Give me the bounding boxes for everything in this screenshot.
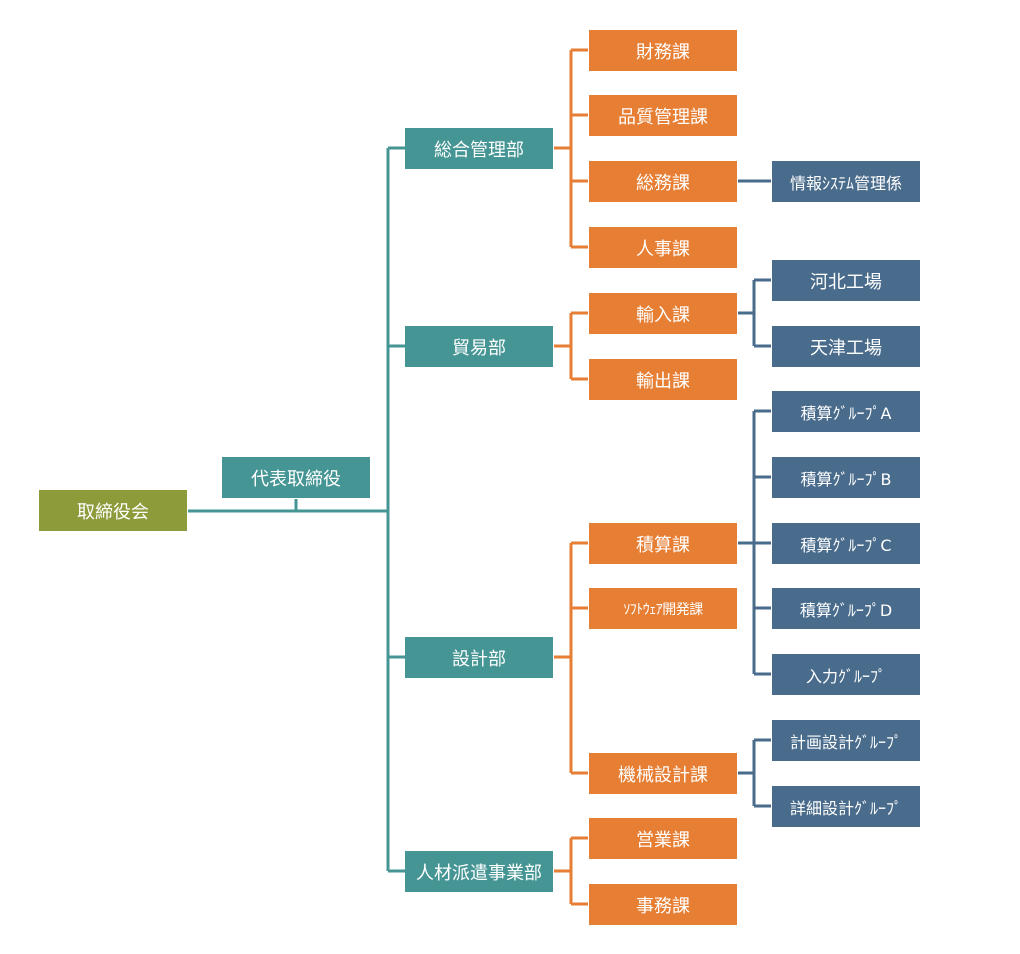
section-box-import: 輸入課: [589, 293, 737, 334]
group-label: 積算ｸﾞﾙｰﾌﾟA: [800, 403, 892, 423]
group-label: 計画設計ｸﾞﾙｰﾌﾟ: [789, 732, 902, 752]
section-box-software: ｿﾌﾄｳｪｱ開発課: [589, 588, 737, 629]
section-box-general-affairs: 総務課: [589, 161, 737, 202]
dept-box-trade: 貿易部: [405, 326, 553, 367]
section-label: 品質管理課: [618, 106, 708, 128]
section-label: 営業課: [636, 829, 690, 851]
dept-box-staffing: 人材派遣事業部: [405, 851, 553, 892]
group-box-detail-design: 詳細設計ｸﾞﾙｰﾌﾟ: [772, 786, 920, 827]
group-label: 積算ｸﾞﾙｰﾌﾟB: [800, 469, 892, 489]
section-label: 機械設計課: [618, 764, 708, 786]
section-box-estimation: 積算課: [589, 523, 737, 564]
section-box-quality: 品質管理課: [589, 95, 737, 136]
group-box-tianjin-factory: 天津工場: [772, 326, 920, 367]
connector-board-trunk: [188, 146, 405, 873]
group-box-estimation-a: 積算ｸﾞﾙｰﾌﾟA: [772, 391, 920, 432]
group-label: 入力ｸﾞﾙｰﾌﾟ: [805, 666, 886, 686]
group-label: 積算ｸﾞﾙｰﾌﾟD: [799, 600, 893, 620]
group-label: 詳細設計ｸﾞﾙｰﾌﾟ: [789, 798, 902, 818]
dept-label: 人材派遣事業部: [416, 862, 542, 884]
group-box-estimation-d: 積算ｸﾞﾙｰﾌﾟD: [772, 588, 920, 629]
section-label: 人事課: [636, 238, 690, 260]
group-box-estimation-c: 積算ｸﾞﾙｰﾌﾟC: [772, 523, 920, 564]
group-box-plan-design: 計画設計ｸﾞﾙｰﾌﾟ: [772, 720, 920, 761]
group-box-info-system: 情報ｼｽﾃﾑ管理係: [772, 161, 920, 202]
section-label: 総務課: [636, 172, 690, 194]
section-label: 輸入課: [636, 304, 690, 326]
section-label: ｿﾌﾄｳｪｱ開発課: [623, 601, 703, 618]
section-label: 輸出課: [636, 370, 690, 392]
section-label: 事務課: [636, 895, 690, 917]
section-box-finance: 財務課: [589, 30, 737, 71]
board-label: 取締役会: [77, 501, 149, 523]
group-box-input: 入力ｸﾞﾙｰﾌﾟ: [772, 654, 920, 695]
group-box-hebei-factory: 河北工場: [772, 260, 920, 301]
section-box-sales: 営業課: [589, 818, 737, 859]
group-box-estimation-b: 積算ｸﾞﾙｰﾌﾟB: [772, 457, 920, 498]
dept-label: 総合管理部: [434, 139, 524, 161]
group-label: 積算ｸﾞﾙｰﾌﾟC: [800, 535, 892, 555]
connector-section-groups: [738, 179, 771, 808]
section-box-export: 輸出課: [589, 359, 737, 400]
executive-label: 代表取締役: [251, 468, 341, 490]
section-label: 財務課: [636, 41, 690, 63]
connector-dept-sections: [554, 48, 588, 906]
section-box-clerical: 事務課: [589, 884, 737, 925]
board-box: 取締役会: [39, 490, 187, 531]
dept-box-design: 設計部: [405, 637, 553, 678]
dept-box-general-admin: 総合管理部: [405, 128, 553, 169]
section-label: 積算課: [636, 534, 690, 556]
dept-label: 設計部: [452, 648, 506, 670]
group-label: 天津工場: [810, 337, 882, 359]
executive-box: 代表取締役: [222, 457, 370, 498]
group-label: 河北工場: [810, 271, 882, 293]
group-label: 情報ｼｽﾃﾑ管理係: [789, 173, 902, 193]
dept-label: 貿易部: [452, 337, 506, 359]
section-box-mechanical-design: 機械設計課: [589, 753, 737, 794]
section-box-hr: 人事課: [589, 227, 737, 268]
